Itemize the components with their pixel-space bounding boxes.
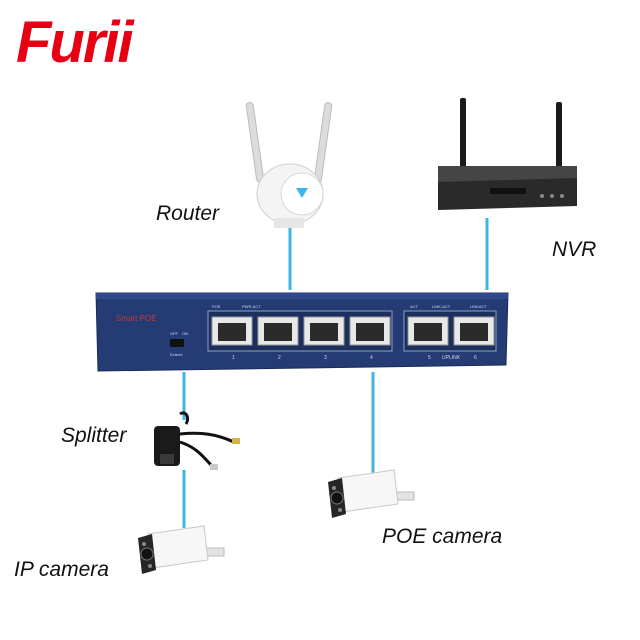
switch-extend: Extend	[170, 352, 182, 357]
poe-camera-label: POE camera	[382, 525, 503, 548]
port-3-label: 3	[324, 355, 327, 361]
nvr-icon	[438, 98, 577, 210]
poe-switch: Smart POE OFF ON Extend POE PWR-ACT ACT …	[95, 292, 509, 372]
header-pwr: PWR-ACT	[242, 304, 261, 309]
splitter-icon	[154, 411, 240, 470]
router-label: Router	[156, 202, 220, 225]
port-2-label: 2	[278, 355, 281, 361]
poe-camera-icon	[328, 469, 415, 518]
switch-off: OFF	[170, 331, 179, 336]
ip-camera-label: IP camera	[14, 558, 109, 581]
port-1-label: 1	[232, 355, 235, 361]
header-link: LINK-ACT	[432, 304, 451, 309]
ip-camera-icon	[138, 525, 225, 574]
header-linkact: LINKACT	[470, 304, 487, 309]
header-act: ACT	[410, 304, 419, 309]
port-5-label: 5	[428, 355, 431, 361]
switch-brand: Smart POE	[116, 314, 156, 323]
switch-on: ON	[182, 331, 188, 336]
ethernet-ports	[211, 316, 495, 346]
uplink-label: UPLINK	[442, 355, 461, 361]
nvr-label: NVR	[552, 238, 597, 261]
port-6-label: 6	[474, 355, 477, 361]
splitter-label: Splitter	[61, 424, 127, 447]
port-4-label: 4	[370, 355, 373, 361]
router-icon	[245, 102, 333, 228]
logo-text: Furii	[16, 10, 136, 75]
header-poe: POE	[212, 304, 221, 309]
furii-logo: Furii	[16, 10, 138, 75]
